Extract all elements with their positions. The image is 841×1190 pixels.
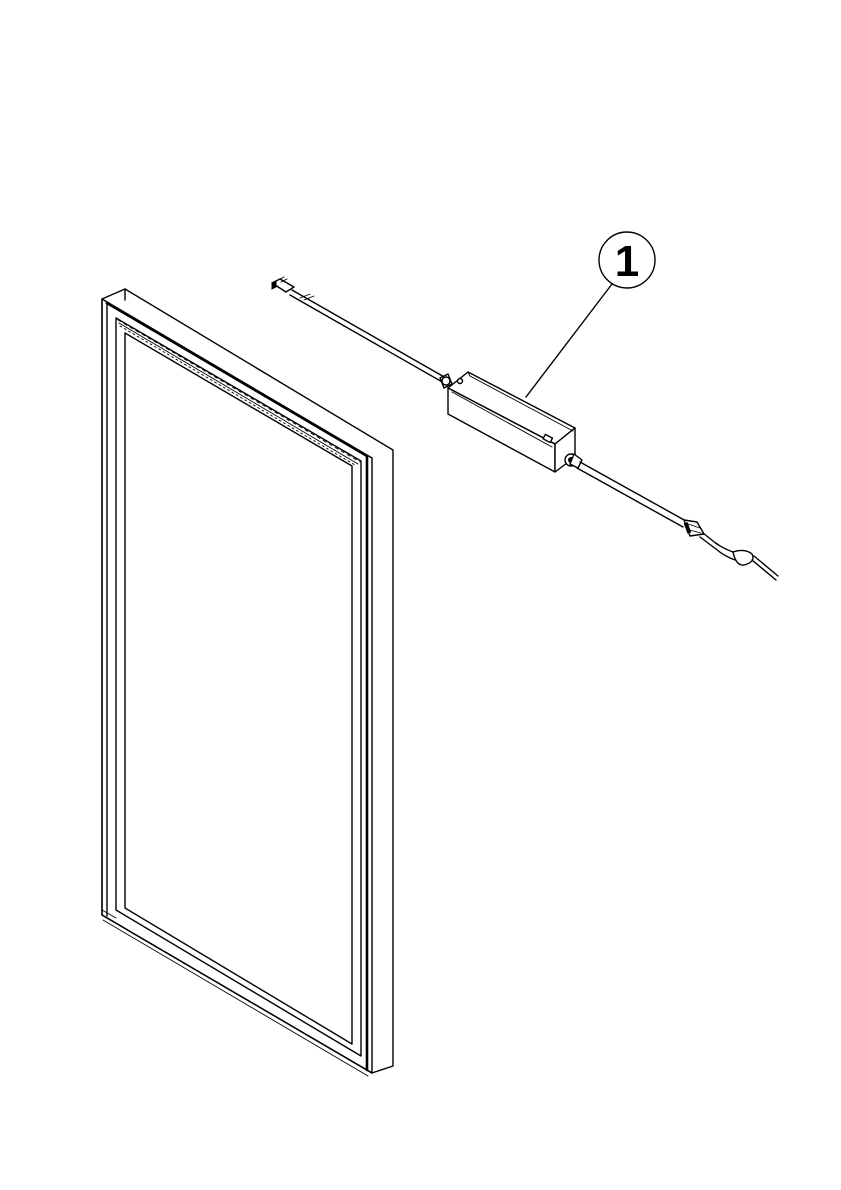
callout-1: 1 — [525, 231, 656, 398]
input-cable-wire — [289, 289, 447, 384]
mirror-outer-outline — [101, 288, 394, 1074]
led-driver-box — [447, 371, 576, 473]
output-lead-loop — [732, 549, 754, 566]
input-cable — [271, 276, 453, 389]
mirror-frame-band-outer — [115, 317, 362, 1057]
callout-leader-line — [525, 283, 613, 398]
mirror-panel — [101, 288, 394, 1077]
mirror-frame-dark-edge — [105, 301, 369, 1072]
callout-circle — [598, 231, 656, 289]
output-cable — [564, 453, 779, 581]
output-cable-wire — [576, 461, 687, 528]
callout-number: 1 — [615, 237, 639, 286]
mirror-glass-inner — [124, 332, 353, 1045]
mirror-front-frame — [101, 298, 373, 1074]
input-connector-plug — [271, 278, 295, 293]
